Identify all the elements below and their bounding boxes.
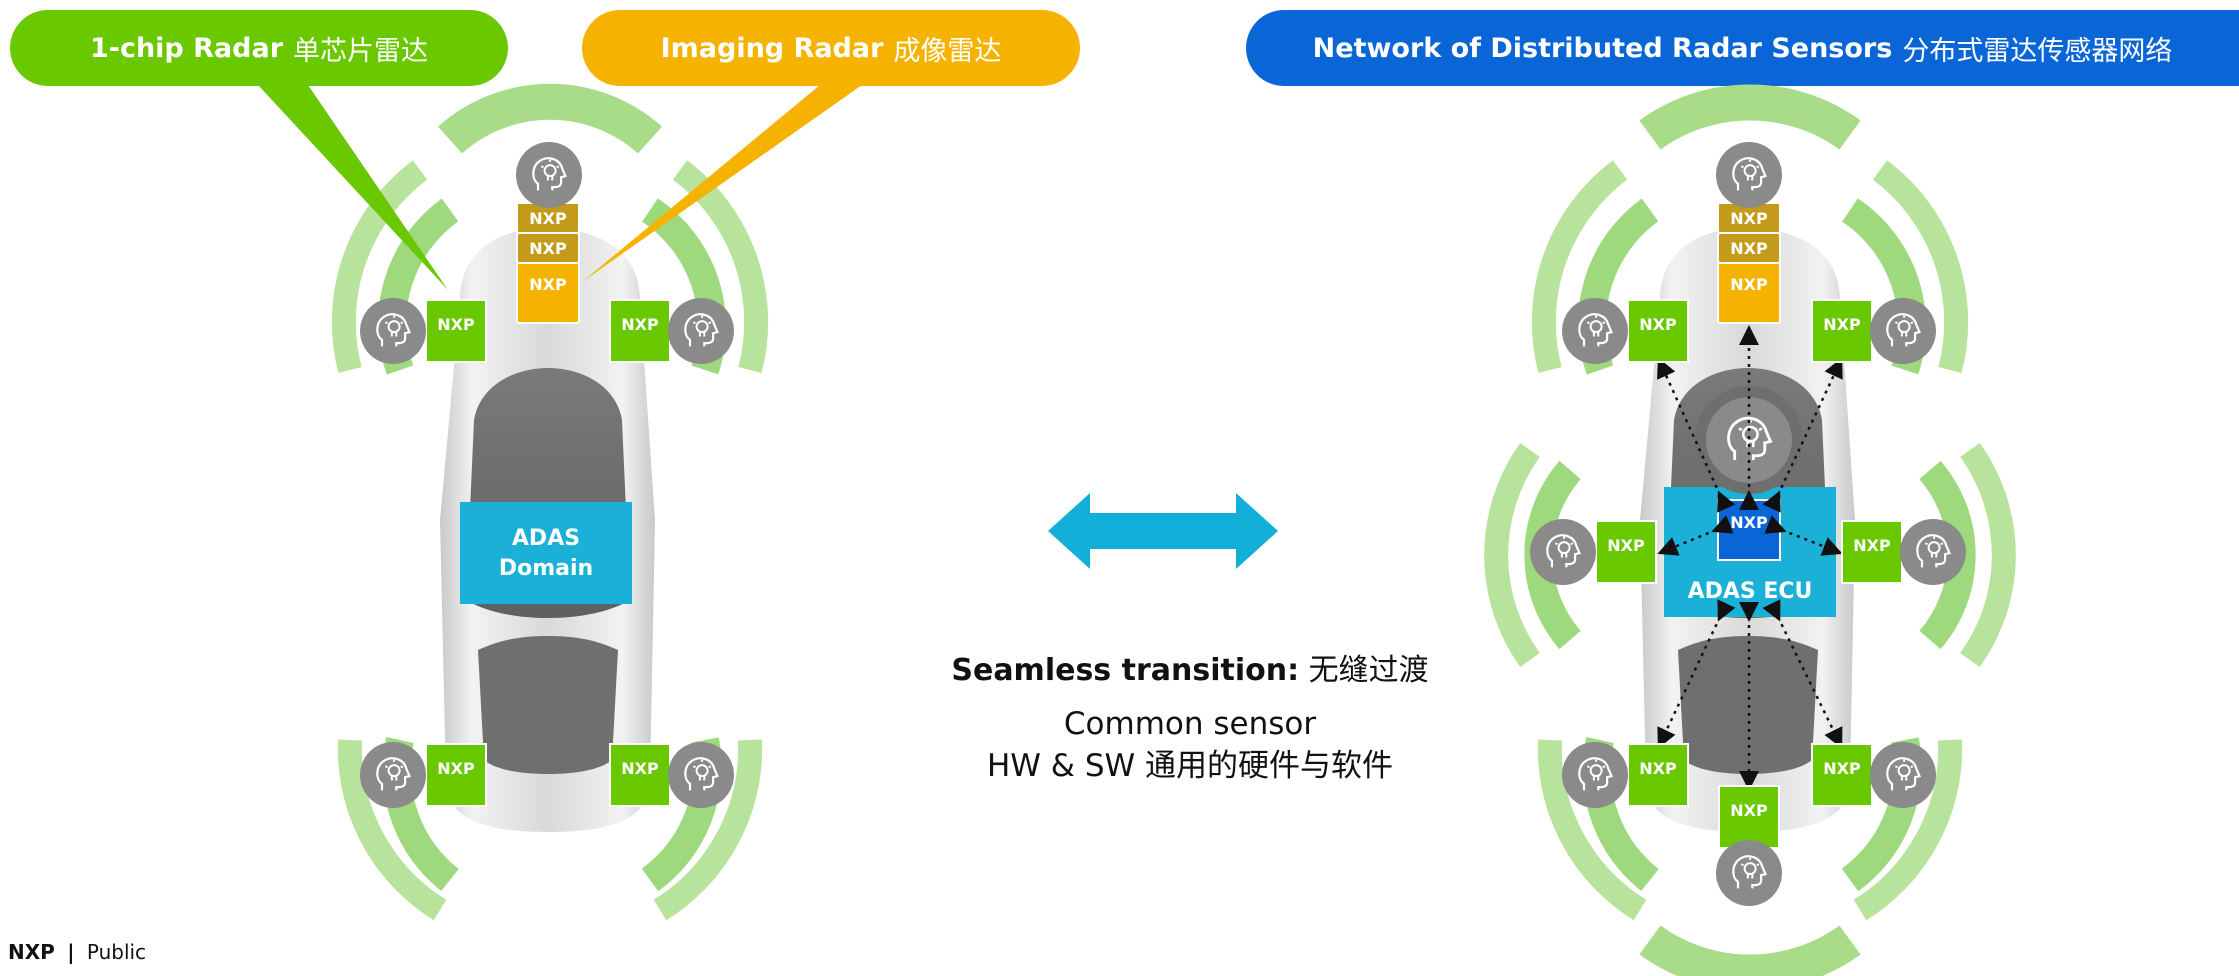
- chip-rear-left-right-car: NXP: [1627, 743, 1689, 807]
- imaging-radar-pill: Imaging Radar 成像雷达: [582, 10, 1080, 86]
- imaging-callout: [582, 85, 862, 282]
- brain-bulb-icon: [1530, 519, 1596, 585]
- chip-logo: NXP: [1639, 315, 1677, 334]
- chip-logo: NXP: [1823, 315, 1861, 334]
- chip-logo: NXP: [529, 209, 567, 228]
- brain-bulb-icon: [1716, 142, 1782, 208]
- pill-cn-label: 单芯片雷达: [293, 35, 429, 67]
- imaging-radar-chip-stack-right: NXP NXP NXP: [1717, 202, 1781, 324]
- brain-bulb-icon: [360, 298, 426, 364]
- common-line2: HW & SW 通用的硬件与软件: [986, 748, 1394, 784]
- left-car-group: ADAS Domain NXP NXP NXP NXP NXP NXP: [258, 83, 862, 921]
- pill-bold-label: 1-chip Radar: [89, 32, 284, 64]
- imaging-radar-chip-stack: NXP NXP NXP: [516, 202, 580, 324]
- chip-front-right-right-car: NXP: [1811, 299, 1873, 363]
- brain-bulb-icon: [1870, 298, 1936, 364]
- pill-bold-label: Network of Distributed Radar Sensors: [1312, 32, 1893, 64]
- chip-logo: NXP: [1730, 513, 1768, 532]
- one-chip-radar-pill: 1-chip Radar 单芯片雷达: [10, 10, 508, 86]
- ecu-connections: [1657, 325, 1843, 791]
- chip-logo: NXP: [1823, 759, 1861, 778]
- common-line1: Common sensor: [1063, 706, 1317, 742]
- chip-rear-center: NXP: [1718, 785, 1780, 849]
- chip-logo: NXP: [1730, 275, 1768, 294]
- brain-bulb-icon: [1562, 298, 1628, 364]
- chip-logo: NXP: [1730, 209, 1768, 228]
- brain-bulb-icon: [516, 142, 582, 208]
- transition-bold: Seamless transition:: [951, 653, 1300, 688]
- pill-cn-label: 成像雷达: [893, 35, 1002, 67]
- footer-brand: NXP: [8, 940, 55, 964]
- chip-rear-left: NXP: [425, 743, 487, 807]
- chip-logo: NXP: [1730, 239, 1768, 258]
- chip-mid-left: NXP: [1595, 520, 1657, 584]
- adas-domain-line2: Domain: [499, 556, 593, 581]
- chip-rear-right-right-car: NXP: [1811, 743, 1873, 807]
- chip-logo: NXP: [529, 275, 567, 294]
- footer-classification: Public: [86, 940, 147, 964]
- chip-logo: NXP: [621, 759, 659, 778]
- adas-domain-line1: ADAS: [512, 526, 580, 551]
- chip-front-left: NXP: [425, 299, 487, 363]
- chip-logo: NXP: [529, 239, 567, 258]
- brain-bulb-icon: [668, 742, 734, 808]
- footer-separator: |: [67, 940, 75, 964]
- common-sensor-caption: Common sensor HW & SW 通用的硬件与软件: [900, 703, 1480, 787]
- chip-mid-right: NXP: [1841, 520, 1903, 584]
- brain-bulb-icon: [1900, 519, 1966, 585]
- transition-caption: Seamless transition: 无缝过渡: [900, 645, 1480, 689]
- right-car-group: NXP ADAS ECU NXP NXP NXP NXP: [1484, 84, 2016, 976]
- footer: NXP | Public: [8, 940, 146, 964]
- adas-ecu-label: ADAS ECU: [1688, 579, 1813, 604]
- distributed-radar-network-pill: Network of Distributed Radar Sensors 分布式…: [1246, 10, 2239, 86]
- double-arrow-icon: [1048, 493, 1278, 569]
- one-chip-callout: [258, 85, 448, 290]
- chip-front-left-right-car: NXP: [1627, 299, 1689, 363]
- brain-bulb-icon: [1870, 742, 1936, 808]
- pill-cn-label: 分布式雷达传感器网络: [1902, 35, 2173, 67]
- brain-bulb-icon: [668, 298, 734, 364]
- chip-logo: NXP: [1853, 536, 1891, 555]
- brain-bulb-icon: [1716, 840, 1782, 906]
- chip-front-right: NXP: [609, 299, 671, 363]
- chip-logo: NXP: [1607, 536, 1645, 555]
- adas-domain-box: [460, 502, 632, 604]
- chip-logo: NXP: [621, 315, 659, 334]
- transition-cn: 无缝过渡: [1308, 653, 1429, 688]
- chip-logo: NXP: [437, 759, 475, 778]
- brain-bulb-icon: [360, 742, 426, 808]
- pill-bold-label: Imaging Radar: [660, 32, 884, 64]
- chip-logo: NXP: [1730, 801, 1768, 820]
- chip-logo: NXP: [437, 315, 475, 334]
- chip-rear-right: NXP: [609, 743, 671, 807]
- chip-logo: NXP: [1639, 759, 1677, 778]
- brain-bulb-icon: [1562, 742, 1628, 808]
